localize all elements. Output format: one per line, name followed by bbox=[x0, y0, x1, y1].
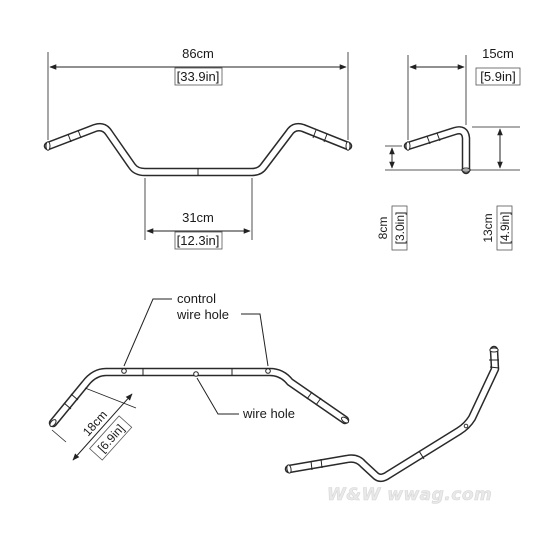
overall-width-in-box bbox=[174, 67, 223, 86]
isometric-sleeve-mark bbox=[418, 450, 425, 460]
rise-in-label: [4.9in] bbox=[498, 212, 512, 245]
center-width-in-label: [12.3in] bbox=[177, 233, 220, 248]
wire-hole-label: wire hole bbox=[242, 406, 295, 421]
isometric-far-end bbox=[489, 347, 499, 353]
perspective-grip-mark bbox=[315, 397, 322, 406]
center-width-cm-label: 31cm bbox=[182, 210, 214, 225]
control-wire-hole-label-line2: wire hole bbox=[176, 307, 229, 322]
wire-hole-leader bbox=[196, 377, 239, 415]
perspective-right-end bbox=[340, 416, 350, 424]
overall-width-cm-label: 86cm bbox=[182, 46, 214, 61]
control-wire-hole-leader-left bbox=[123, 298, 172, 367]
right-bar-end bbox=[345, 141, 351, 151]
front-view: 86cm [33.9in] 31cm [12.3in] bbox=[43, 46, 353, 250]
front-view-handlebar bbox=[43, 122, 353, 177]
grip-length-ext-bottom bbox=[51, 429, 67, 443]
left-grip-mark bbox=[67, 133, 72, 143]
isometric-view bbox=[284, 345, 500, 482]
perspective-left-end bbox=[49, 419, 57, 427]
side-grip-mark bbox=[436, 132, 441, 142]
center-wire-hole bbox=[193, 371, 199, 377]
watermark: W&W wwag.com bbox=[327, 485, 492, 506]
left-control-wire-hole bbox=[121, 368, 127, 374]
control-wire-hole-leader-right bbox=[241, 313, 269, 367]
rise-small-in-box bbox=[391, 205, 408, 251]
perspective-grip-mark bbox=[306, 391, 313, 400]
right-grip-mark bbox=[312, 129, 317, 139]
pullback-in-label: [5.9in] bbox=[480, 69, 515, 84]
side-view: 15cm [5.9in] 8cm [3.0in] 13cm [4.9in] bbox=[376, 46, 521, 251]
right-control-wire-hole bbox=[265, 368, 271, 374]
left-grip-mark bbox=[77, 129, 82, 139]
grip-length-in-box bbox=[89, 415, 133, 461]
rise-small-cm-label: 8cm bbox=[376, 217, 390, 240]
left-bar-end bbox=[45, 141, 51, 151]
center-width-in-box bbox=[174, 231, 223, 250]
side-grip-mark bbox=[426, 135, 431, 145]
rise-cm-label: 13cm bbox=[481, 213, 495, 242]
isometric-grip-mark bbox=[489, 366, 500, 369]
isometric-grip-mark bbox=[310, 460, 313, 471]
grip-length-dimension-line bbox=[72, 393, 133, 461]
pullback-in-box bbox=[475, 67, 521, 86]
isometric-near-end bbox=[286, 464, 292, 474]
rise-small-in-label: [3.0in] bbox=[393, 212, 407, 245]
perspective-grip-mark bbox=[63, 402, 72, 410]
right-grip-mark bbox=[323, 133, 328, 143]
isometric-grip-mark bbox=[320, 458, 323, 469]
control-wire-hole-label-line1: control bbox=[177, 291, 216, 306]
pullback-cm-label: 15cm bbox=[482, 46, 514, 61]
overall-width-in-label: [33.9in] bbox=[177, 69, 220, 84]
watermark-text: W&W wwag.com bbox=[327, 485, 492, 505]
side-bar-end bbox=[405, 141, 411, 151]
side-view-handlebar bbox=[403, 126, 471, 175]
isometric-hole bbox=[463, 423, 469, 429]
perspective-view: control wire hole wire hole 18cm [6.9in] bbox=[48, 291, 350, 461]
isometric-handlebar bbox=[284, 345, 500, 482]
rise-in-box bbox=[496, 205, 513, 251]
